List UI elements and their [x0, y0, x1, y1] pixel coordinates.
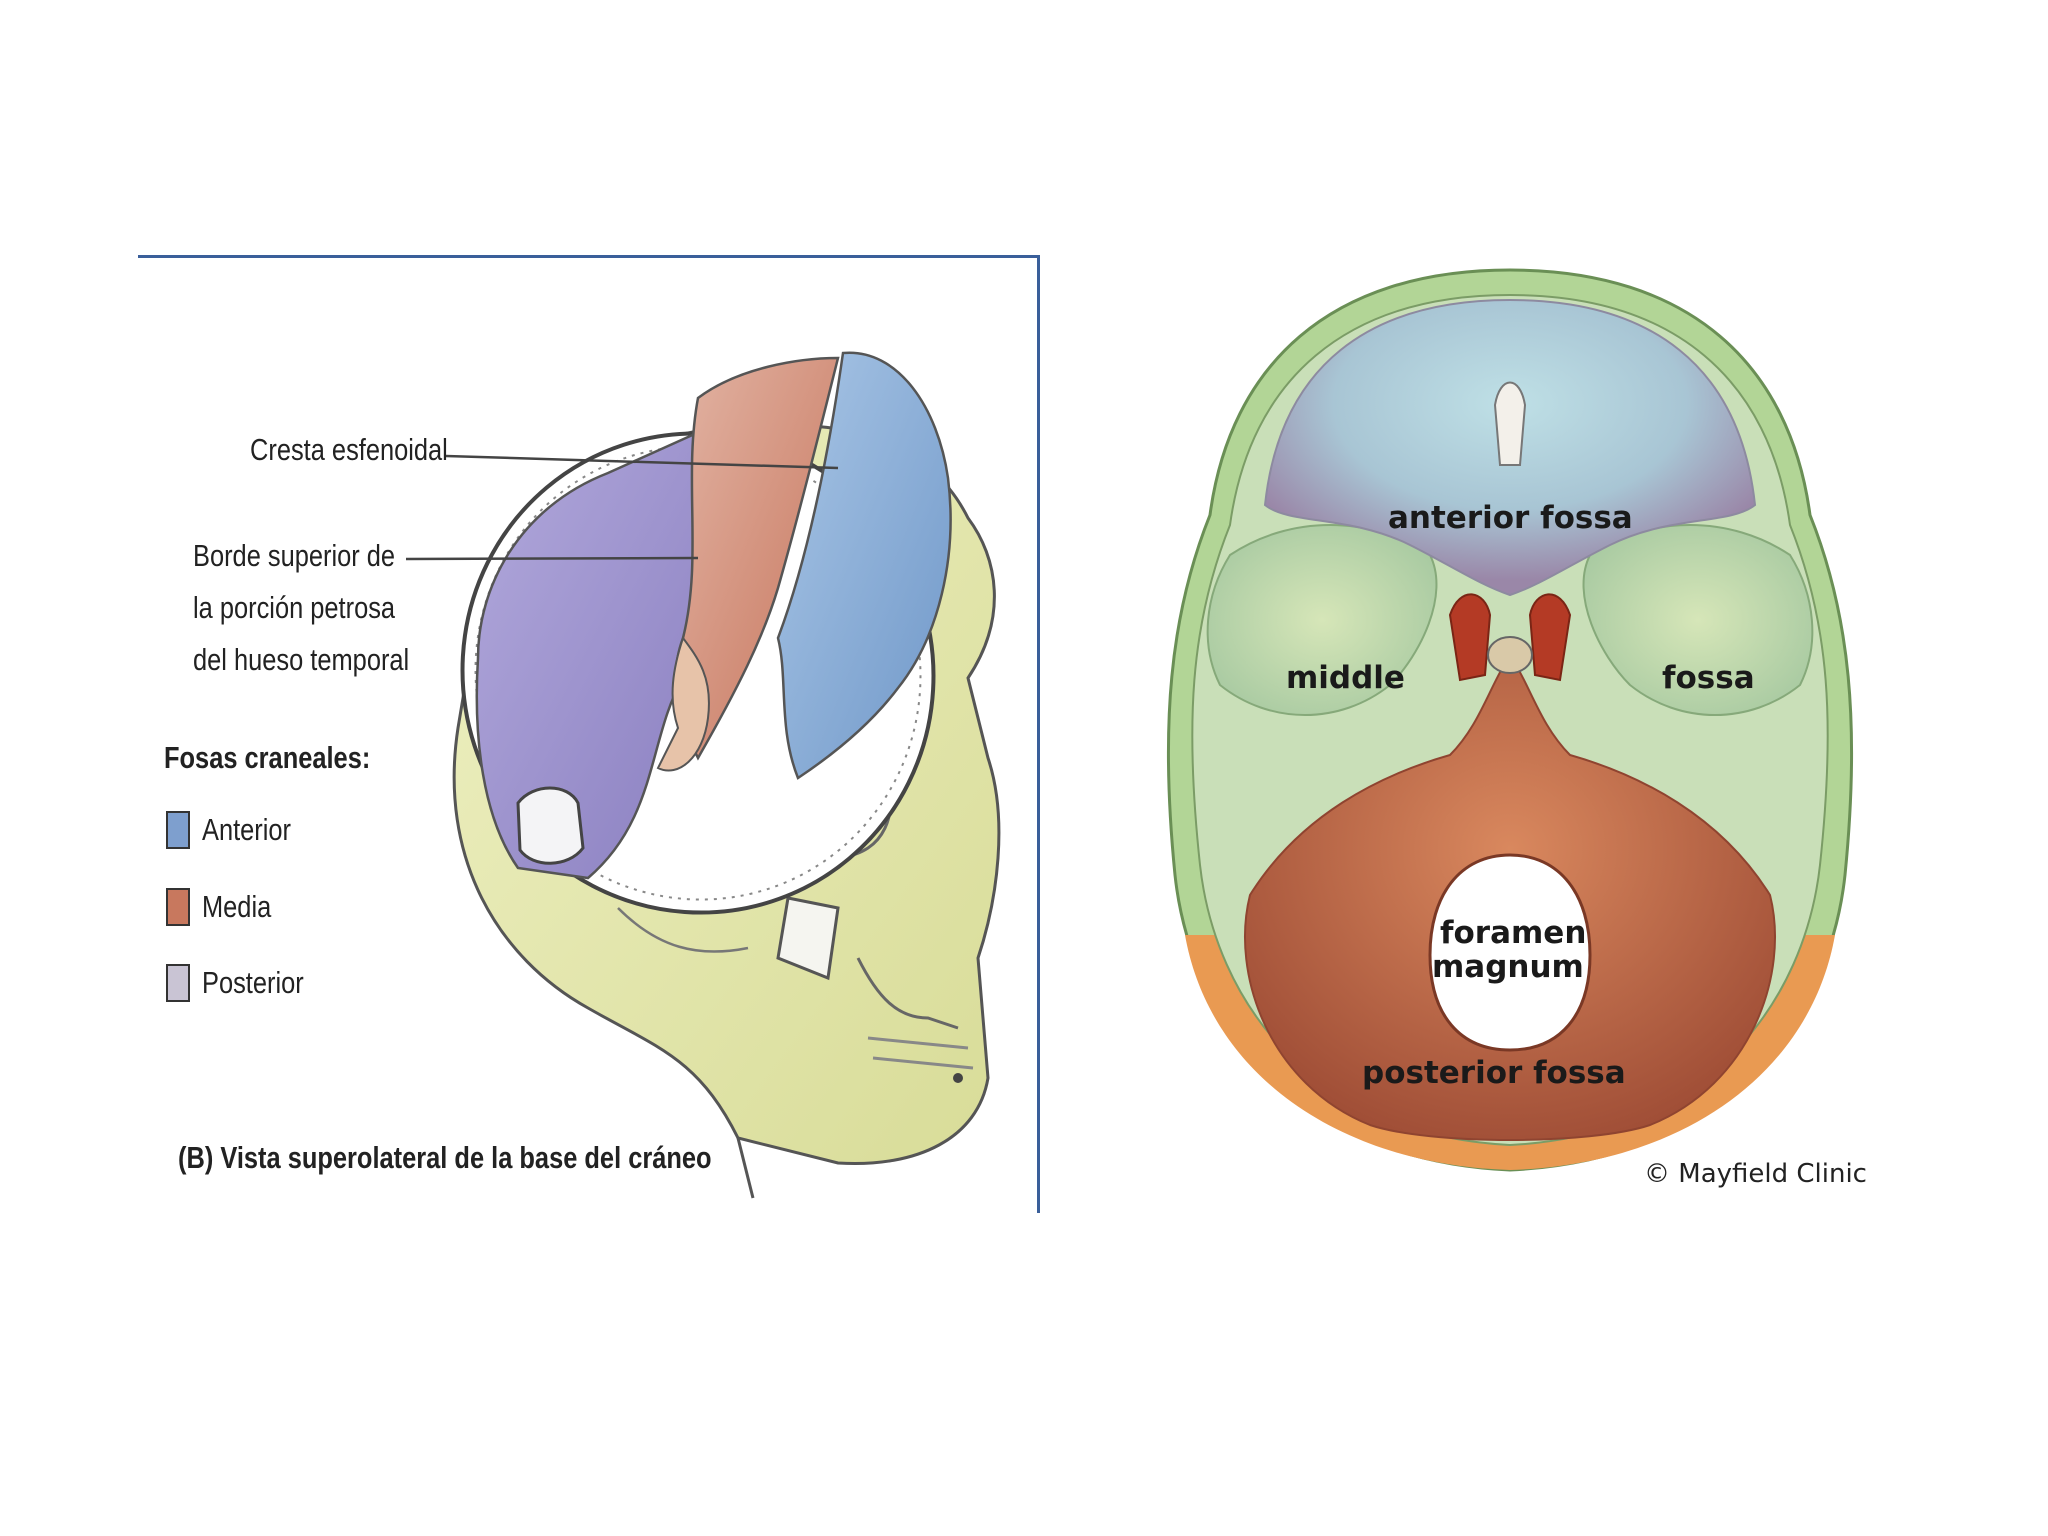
fossa-label: fossa [1662, 660, 1755, 696]
petrous-border-label-line2: la porción petrosa [193, 590, 396, 625]
foramen-label-line2: magnum [1432, 949, 1584, 985]
credit-label: © Mayfield Clinic [1644, 1159, 1867, 1189]
petrous-border-leader [405, 556, 699, 561]
foramen-label-line1: foramen [1440, 915, 1587, 951]
sphenoid-crest-label: Cresta esfenoidal [250, 432, 448, 467]
legend-label-anterior: Anterior [202, 812, 292, 847]
cranial-base-superior-figure: anterior fossa middle fossa foramen magn… [1090, 255, 1930, 1213]
sella-turcica [1487, 636, 1533, 674]
left-carotid [1448, 593, 1492, 682]
legend-label-posterior: Posterior [202, 965, 304, 1000]
figure-caption: (B) Vista superolateral de la base del c… [178, 1140, 712, 1175]
legend-swatch-anterior [166, 811, 190, 849]
cranial-base-illustration [1166, 268, 1854, 1172]
anterior-fossa-label: anterior fossa [1388, 500, 1633, 536]
foramen-magnum-shape [516, 786, 585, 865]
legend-swatch-posterior [166, 964, 190, 1002]
legend-swatch-media [166, 888, 190, 926]
posterior-fossa-label: posterior fossa [1362, 1055, 1626, 1091]
petrous-border-label-line1: Borde superior de [193, 538, 396, 573]
petrous-border-label-line3: del hueso temporal [193, 642, 410, 677]
superolateral-skull-figure: Cresta esfenoidal Borde superior de la p… [138, 255, 1040, 1213]
skull-illustration [405, 351, 1001, 1199]
legend-title: Fosas craneales: [164, 740, 371, 775]
middle-fossa-region [674, 356, 840, 761]
foramen-magnum-opening [1428, 853, 1592, 1052]
sphenoid-crest-leader [445, 454, 839, 470]
legend-label-media: Media [202, 889, 272, 924]
orbit-opening [776, 896, 840, 981]
middle-label: middle [1286, 660, 1405, 696]
right-carotid [1528, 593, 1572, 682]
anterior-fossa-region [776, 351, 952, 780]
